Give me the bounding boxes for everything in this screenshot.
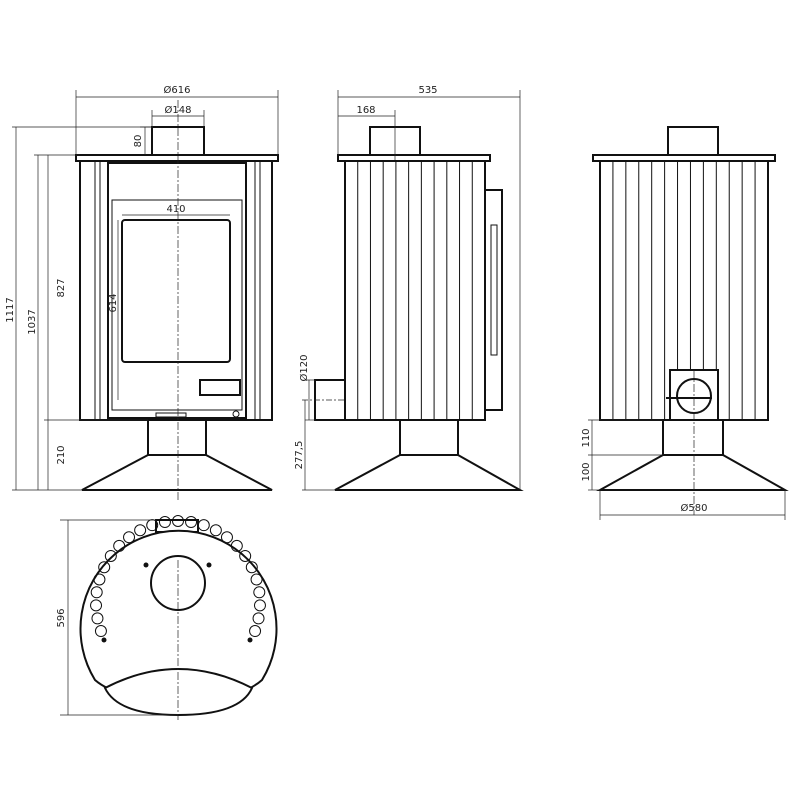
dim-depth: 535: [418, 85, 437, 96]
air-hole: [253, 586, 266, 599]
air-hole: [253, 599, 266, 612]
air-hole: [252, 612, 265, 625]
front-view: Ø616 Ø148 80 410 614 1117 1037 827 210: [5, 84, 279, 500]
air-hole: [123, 531, 136, 544]
dim-front-width: Ø616: [164, 84, 191, 96]
dim-height-to-top: 1037: [27, 309, 38, 334]
air-hole: [94, 625, 107, 638]
air-hole: [158, 516, 171, 529]
air-hole: [245, 561, 258, 574]
top-view: 596: [56, 515, 278, 720]
back-flue: [667, 126, 719, 156]
back-base-cone: [596, 454, 789, 491]
side-base-cone: [334, 454, 524, 491]
fixing-point: [206, 562, 212, 568]
dim-body-height: 827: [56, 278, 67, 297]
front-base-cone: [81, 454, 273, 491]
back-pedestal: [662, 419, 724, 456]
air-hole: [185, 516, 198, 529]
fixing-point: [247, 637, 253, 643]
dim-door-width: 410: [166, 204, 185, 215]
door-hinge-profile: [490, 224, 498, 356]
dim-flue-height: 80: [133, 135, 144, 148]
air-hole: [209, 524, 222, 537]
dim-cone-height: 100: [581, 462, 592, 481]
side-body: [344, 160, 486, 421]
dim-pedestal-height: 110: [581, 428, 592, 447]
side-view: 535 168 Ø120 277,5: [294, 85, 524, 491]
air-hole: [134, 524, 147, 537]
side-door-profile: [484, 189, 503, 411]
dim-rear-flue-diameter: Ø120: [298, 355, 310, 382]
air-hole: [90, 599, 103, 612]
air-hole: [91, 612, 104, 625]
air-hole: [98, 561, 111, 574]
top-door-arc: [103, 668, 254, 717]
front-pedestal: [147, 419, 207, 456]
dim-flue-offset: 168: [356, 105, 375, 116]
side-ribs: [357, 161, 473, 420]
dim-rear-flue-height: 277,5: [294, 441, 305, 470]
air-hole: [230, 539, 243, 552]
air-hole: [90, 586, 103, 599]
door-inner-frame: [111, 199, 243, 411]
back-view: 110 100 Ø580: [581, 126, 789, 520]
dim-glass-height: 614: [108, 293, 119, 312]
air-hole: [197, 519, 210, 532]
air-hole: [113, 539, 126, 552]
air-hole: [93, 573, 106, 586]
air-hole: [104, 549, 117, 562]
dim-flue-diameter: Ø148: [165, 104, 192, 116]
fixing-point: [143, 562, 149, 568]
side-pedestal: [399, 419, 459, 456]
air-hole: [249, 625, 262, 638]
air-hole: [172, 515, 184, 527]
air-hole: [250, 573, 263, 586]
dim-total-height: 1117: [5, 297, 16, 322]
dim-base-height: 210: [56, 445, 67, 464]
front-glass: [121, 219, 231, 363]
dim-top-depth: 596: [56, 608, 67, 627]
air-hole: [220, 531, 233, 544]
air-control: [155, 412, 187, 418]
fixing-point: [101, 637, 107, 643]
dim-base-diameter: Ø580: [681, 502, 708, 514]
door-knob: [232, 410, 240, 418]
air-hole: [239, 549, 252, 562]
ash-handle: [199, 379, 241, 396]
air-hole-ring: [90, 515, 266, 638]
